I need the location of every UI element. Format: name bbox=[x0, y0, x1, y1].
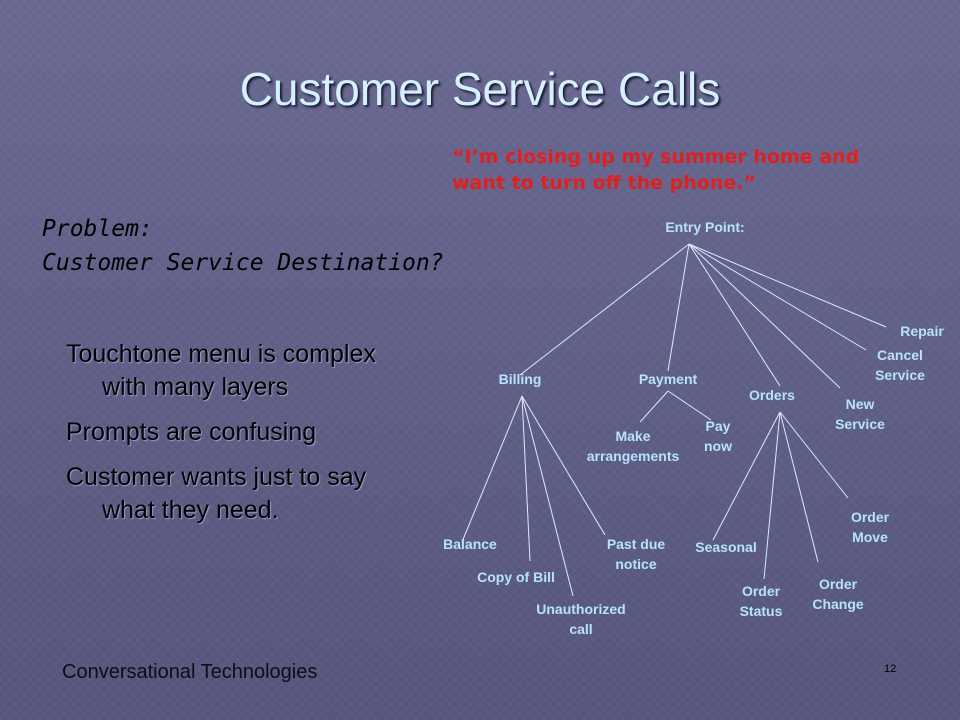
node-seasonal: Seasonal bbox=[695, 539, 756, 555]
problem-question: Customer Service Destination? bbox=[42, 250, 444, 276]
edge-root-to-repair bbox=[688, 243, 887, 328]
node-billing: Billing bbox=[499, 371, 542, 387]
edge-orders-to-order-change bbox=[779, 411, 819, 563]
bullet-list: Touchtone menu is complex with many laye… bbox=[66, 338, 416, 539]
node-label-line: Repair bbox=[900, 323, 944, 339]
slide-title: Customer Service Calls bbox=[239, 63, 721, 115]
edge-billing-to-past-due-notice bbox=[521, 395, 606, 536]
bullet-item: Customer wants just to say what they nee… bbox=[66, 463, 367, 524]
node-balance: Balance bbox=[443, 536, 497, 552]
bullet-item: Touchtone menu is complex with many laye… bbox=[66, 340, 376, 401]
node-label-line: Payment bbox=[639, 371, 698, 387]
node-label-line: New bbox=[846, 396, 875, 412]
node-label-line: Order bbox=[851, 509, 890, 525]
node-label-line: Make bbox=[615, 428, 650, 444]
edge-root-to-new-service bbox=[688, 243, 841, 389]
node-label-line: Service bbox=[835, 416, 885, 432]
edge-payment-to-make-arrangements bbox=[639, 390, 669, 423]
edge-root-to-cancel-service bbox=[688, 243, 867, 351]
node-label-line: Copy of Bill bbox=[477, 569, 555, 585]
node-label-line: notice bbox=[615, 556, 656, 572]
node-label-line: Orders bbox=[749, 387, 795, 403]
node-root: Entry Point: bbox=[665, 219, 744, 235]
bullet-item: Prompts are confusing bbox=[66, 418, 317, 446]
edge-root-to-billing bbox=[519, 243, 690, 376]
edge-root-to-orders bbox=[688, 243, 781, 387]
node-label-line: Order bbox=[819, 576, 858, 592]
edge-billing-to-unauthorized-call bbox=[521, 395, 574, 597]
node-past-due-notice: Past due notice bbox=[607, 536, 666, 572]
node-payment: Payment bbox=[639, 371, 698, 387]
node-orders: Orders bbox=[749, 387, 795, 403]
node-label-line: now bbox=[704, 438, 732, 454]
quote-line: want to turn off the phone.” bbox=[452, 172, 756, 194]
node-label-line: Move bbox=[852, 529, 888, 545]
customer-quote: “I’m closing up my summer home and want … bbox=[452, 144, 952, 196]
node-label-line: Entry Point: bbox=[665, 219, 744, 235]
node-label-line: Order bbox=[742, 583, 781, 599]
node-label-line: Balance bbox=[443, 536, 497, 552]
node-label-line: call bbox=[569, 621, 592, 637]
node-repair: Repair bbox=[900, 323, 944, 339]
node-label-line: Pay bbox=[706, 418, 731, 434]
node-label-line: Unauthorized bbox=[536, 601, 625, 617]
node-label-line: Cancel bbox=[877, 347, 923, 363]
node-label-line: Status bbox=[740, 603, 783, 619]
edge-billing-to-balance bbox=[461, 395, 523, 543]
node-label-line: Change bbox=[812, 596, 864, 612]
problem-statement: Problem: Customer Service Destination? bbox=[42, 212, 444, 280]
quote-line: “I’m closing up my summer home and bbox=[452, 146, 860, 168]
footer-company: Conversational Technologies bbox=[62, 661, 318, 683]
edge-orders-to-order-move bbox=[779, 411, 849, 499]
node-pay-now: Pay now bbox=[704, 418, 732, 454]
node-make-arrangements: Make arrangements bbox=[587, 428, 680, 464]
node-unauthorized-call: Unauthorized call bbox=[536, 601, 625, 637]
edge-billing-to-copy-of-bill bbox=[521, 395, 531, 562]
node-label-line: Billing bbox=[499, 371, 542, 387]
problem-label: Problem: bbox=[42, 216, 153, 242]
node-label-line: Service bbox=[875, 367, 925, 383]
node-label-line: arrangements bbox=[587, 448, 680, 464]
node-label-line: Seasonal bbox=[695, 539, 756, 555]
edge-orders-to-order-status bbox=[763, 411, 781, 580]
edge-root-to-payment bbox=[667, 243, 690, 372]
node-copy-of-bill: Copy of Bill bbox=[477, 569, 555, 585]
slide-number: 12 bbox=[884, 663, 897, 675]
node-label-line: Past due bbox=[607, 536, 666, 552]
edge-payment-to-pay-now bbox=[667, 390, 712, 421]
edge-orders-to-seasonal bbox=[712, 411, 781, 541]
